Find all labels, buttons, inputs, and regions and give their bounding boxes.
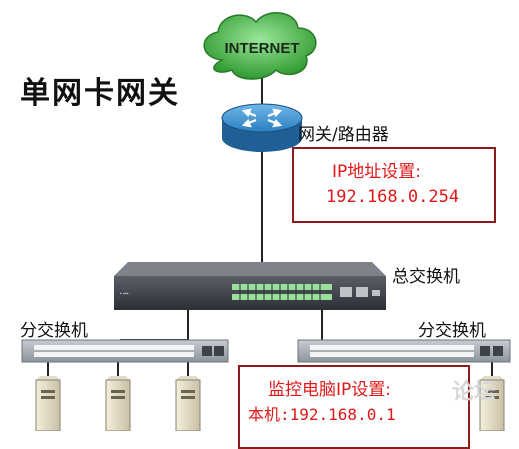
monitor-ip-value: 本机:192.168.0.1 [248,405,396,424]
internet-cloud-icon [203,12,317,80]
gateway-ip-heading: IP地址设置: [332,162,421,182]
router-icon [221,103,303,152]
sub-switch-right-label: 分交换机 [418,321,486,341]
gateway-ip-box: IP地址设置: 192.168.0.254 [292,147,496,223]
gateway-ip-value: 192.168.0.254 [326,187,460,207]
pc-tower-icon [105,376,131,431]
pc-tower-icon [175,376,201,431]
monitor-ip-heading: 监控电脑IP设置: [268,380,391,400]
diagram-title: 单网卡网关 [20,76,180,111]
core-switch-icon: ▪ ▪▪▪ [114,262,386,310]
sub-switch-left-icon [21,339,229,363]
monitor-ip-box: 监控电脑IP设置: 本机:192.168.0.1 [238,365,470,449]
sub-switch-right-icon [297,339,511,363]
watermark: 论坛 [452,380,497,405]
sub-switch-left-label: 分交换机 [20,321,88,341]
network-diagram: ▪ ▪▪▪ [20,12,511,449]
pc-tower-icon [35,376,61,431]
core-switch-label: 总交换机 [392,267,460,287]
svg-text:▪ ▪▪▪: ▪ ▪▪▪ [120,291,129,297]
internet-label: INTERNET [224,40,300,57]
router-label: 网关/路由器 [298,125,389,145]
pc-tower-icon [479,376,505,431]
diagram-graphics: ▪ ▪▪▪ [21,12,511,431]
